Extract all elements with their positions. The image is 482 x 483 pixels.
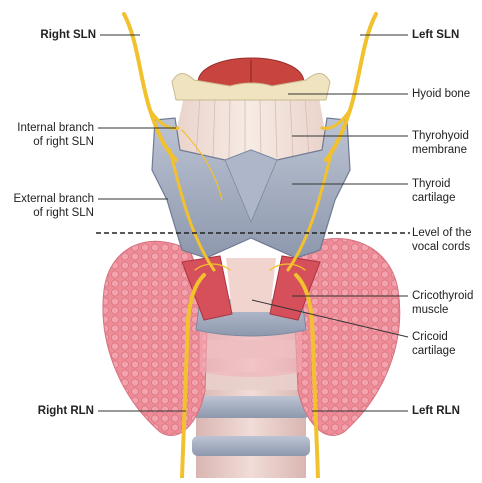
nerve-twig	[194, 263, 231, 271]
label-thyrohyoid-line2: membrane	[412, 144, 467, 156]
label-internal-branch-line1: Internal branch	[17, 122, 94, 134]
thyroid-gland-right-lobe	[102, 240, 209, 437]
cricothyroid-ligament	[226, 258, 276, 312]
leader-cricoid	[251, 299, 409, 338]
label-cricothyroid-line1: Cricothyroid	[412, 290, 474, 302]
thyroid-notch	[224, 149, 278, 224]
label-cricoid-line1: Cricoid	[412, 331, 448, 343]
label-thyroid-cartilage: Thyroid cartilage	[412, 177, 455, 205]
label-external-branch-line2: of right SLN	[33, 207, 94, 219]
right-sln-external-branch	[168, 148, 216, 272]
left-sln-external-branch	[286, 148, 334, 272]
nerve-twig	[269, 263, 306, 271]
label-thyrohyoid-membrane: Thyrohyoid membrane	[412, 129, 469, 157]
thyroid-gland-left-lobe	[293, 238, 401, 437]
thyroid-isthmus	[200, 325, 302, 377]
label-left-sln: Left SLN	[412, 29, 460, 41]
membrane-striations	[195, 95, 310, 159]
label-cricoid-cartilage: Cricoid cartilage	[412, 330, 455, 358]
label-vocal-cords-level: Level of the vocal cords	[412, 226, 471, 254]
left-sln-nerve	[324, 12, 378, 162]
right-sln-nerve	[122, 12, 178, 162]
left-rln-nerve	[294, 273, 320, 480]
tracheal-ring	[192, 436, 310, 456]
label-external-branch: External branch of right SLN	[0, 192, 94, 220]
label-right-rln: Right RLN	[37, 405, 94, 417]
label-right-sln: Right SLN	[40, 29, 96, 41]
tracheal-ring	[192, 372, 310, 390]
label-cricothyroid-line2: muscle	[412, 304, 449, 316]
left-sln-internal-branch	[320, 108, 352, 130]
label-level-line1: Level of the	[412, 227, 472, 239]
right-rln-nerve	[180, 273, 206, 480]
label-thyroid-line2: cartilage	[412, 192, 456, 204]
label-thyrohyoid-line1: Thyrohyoid	[412, 130, 469, 142]
label-left-rln: Left RLN	[412, 405, 460, 417]
label-thyroid-line1: Thyroid	[412, 178, 451, 190]
label-external-branch-line1: External branch	[13, 193, 94, 205]
label-cricothyroid-muscle: Cricothyroid muscle	[412, 289, 473, 317]
thyrohyoid-membrane	[170, 92, 330, 160]
label-level-line2: vocal cords	[412, 241, 471, 253]
tracheal-ring	[192, 396, 310, 418]
label-cricoid-line2: cartilage	[412, 345, 456, 357]
label-hyoid-bone: Hyoid bone	[412, 88, 471, 100]
nerve-twig	[181, 129, 223, 201]
leader-lines	[98, 34, 409, 412]
label-internal-branch: Internal branch of right SLN	[0, 121, 94, 149]
hyoid-bone	[171, 73, 331, 101]
label-internal-branch-line2: of right SLN	[33, 136, 94, 148]
